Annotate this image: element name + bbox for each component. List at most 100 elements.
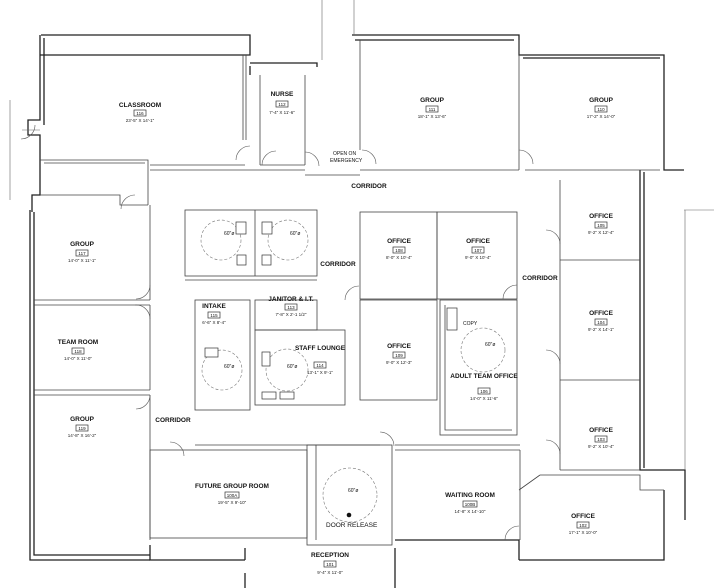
room-label-office-107: OFFICE 107 9'-0" X 10'-4" [465, 238, 491, 260]
room-label-office-104: OFFICE 104 9'-2" X 14'-1" [588, 310, 614, 332]
room-label-group-110: GROUP 110 17'-2" X 14'-0" [587, 97, 616, 119]
svg-text:107: 107 [474, 248, 482, 253]
svg-text:23'-5" X 14'-1": 23'-5" X 14'-1" [126, 118, 155, 123]
svg-text:17'-1" X 10'-0": 17'-1" X 10'-0" [569, 530, 598, 535]
room-label-nurse: NURSE 112 7'-4" X 11'-6" [269, 91, 295, 115]
room-label-group-119: GROUP 119 14'-8" X 16'-2" [68, 416, 97, 438]
room-label-office-103: OFFICE 103 9'-2" X 10'-4" [588, 427, 614, 449]
svg-text:108: 108 [395, 248, 403, 253]
svg-text:9'-0" X 12'-3": 9'-0" X 12'-3" [386, 360, 412, 365]
svg-text:JANITOR & I.T.: JANITOR & I.T. [268, 296, 314, 303]
door-swings [20, 124, 561, 541]
interior-walls [34, 40, 664, 546]
svg-text:9'-4" X 11'-0": 9'-4" X 11'-0" [317, 570, 343, 575]
svg-text:103: 103 [597, 437, 605, 442]
svg-text:18'-1" X 13'-6": 18'-1" X 13'-6" [418, 114, 447, 119]
svg-text:104: 104 [597, 320, 605, 325]
svg-text:7'-8" X 2'-1 1/2": 7'-8" X 2'-1 1/2" [276, 312, 307, 317]
svg-text:106: 106 [480, 389, 488, 394]
fixtures [200, 219, 506, 523]
svg-text:100A: 100A [227, 493, 238, 498]
svg-text:GROUP: GROUP [420, 97, 445, 104]
svg-text:9'-2" X 10'-4": 9'-2" X 10'-4" [588, 444, 614, 449]
svg-text:109: 109 [395, 353, 403, 358]
corridor-label-left: CORRIDOR [155, 417, 191, 424]
svg-text:ADULT TEAM OFFICE: ADULT TEAM OFFICE [450, 373, 518, 380]
svg-text:OFFICE: OFFICE [571, 513, 595, 520]
svg-text:7'-4" X 11'-6": 7'-4" X 11'-6" [269, 110, 295, 115]
room-label-adult-team-office: ADULT TEAM OFFICE 106 14'-0" X 11'-6" [450, 373, 518, 401]
room-label-classroom: CLASSROOM 116 23'-5" X 14'-1" [119, 102, 161, 123]
svg-text:105: 105 [597, 223, 605, 228]
svg-text:CLASSROOM: CLASSROOM [119, 102, 161, 109]
turning-circle-dim-5: 60"ø [485, 342, 495, 348]
svg-text:118: 118 [74, 349, 82, 354]
svg-text:14'-0" X 11'-6": 14'-0" X 11'-6" [470, 396, 498, 401]
svg-text:13'-1" X 9'-1": 13'-1" X 9'-1" [307, 370, 333, 375]
svg-text:14'-8" X 16'-2": 14'-8" X 16'-2" [68, 433, 97, 438]
room-label-office-108: OFFICE 108 8'-0" X 10'-4" [386, 238, 412, 260]
corridor-label-center: CORRIDOR [320, 261, 356, 268]
svg-text:WAITING ROOM: WAITING ROOM [445, 492, 495, 499]
svg-text:14'-0" X 11'-0": 14'-0" X 11'-0" [64, 356, 92, 361]
svg-text:INTAKE: INTAKE [202, 303, 226, 310]
svg-text:OFFICE: OFFICE [387, 238, 411, 245]
room-label-group-117: GROUP 117 14'-0" X 11'-1" [68, 241, 96, 263]
svg-text:113: 113 [287, 305, 295, 310]
svg-text:117: 117 [78, 251, 86, 256]
copy-label: COPY [463, 321, 478, 327]
svg-text:FUTURE GROUP ROOM: FUTURE GROUP ROOM [195, 483, 269, 490]
open-on-emergency-note-2: EMERGENCY [330, 158, 363, 164]
svg-text:14'-0" X 11'-1": 14'-0" X 11'-1" [68, 258, 96, 263]
svg-text:9'-0" X 10'-4": 9'-0" X 10'-4" [465, 255, 491, 260]
svg-text:6'-6" X 8'-4": 6'-6" X 8'-4" [202, 320, 226, 325]
open-on-emergency-note: OPEN ON [333, 151, 356, 157]
svg-text:112: 112 [278, 102, 286, 107]
svg-text:STAFF LOUNGE: STAFF LOUNGE [295, 345, 346, 352]
room-label-intake: INTAKE 115 6'-6" X 8'-4" [202, 303, 226, 325]
svg-text:8'-0" X 10'-4": 8'-0" X 10'-4" [386, 255, 412, 260]
svg-text:100B: 100B [465, 502, 476, 507]
svg-text:NURSE: NURSE [271, 91, 294, 98]
svg-text:115: 115 [210, 313, 218, 318]
room-label-janitor: JANITOR & I.T. 113 7'-8" X 2'-1 1/2" [268, 296, 314, 317]
svg-text:17'-2" X 14'-0": 17'-2" X 14'-0" [587, 114, 616, 119]
svg-text:9'-2" X 12'-4": 9'-2" X 12'-4" [588, 230, 614, 235]
svg-text:19'-5" X 9'-10": 19'-5" X 9'-10" [218, 500, 247, 505]
svg-text:14'-8" X 14'-10": 14'-8" X 14'-10" [455, 509, 486, 514]
room-label-staff-lounge: STAFF LOUNGE 114 13'-1" X 9'-1" [295, 345, 346, 375]
room-label-team-room: TEAM ROOM 118 14'-0" X 11'-0" [58, 339, 98, 361]
room-label-group-111: GROUP 111 18'-1" X 13'-6" [418, 97, 447, 119]
svg-text:OFFICE: OFFICE [466, 238, 490, 245]
exterior-walls [9, 0, 714, 588]
svg-text:GROUP: GROUP [589, 97, 614, 104]
corridor-label-top: CORRIDOR [351, 183, 387, 190]
svg-text:OFFICE: OFFICE [387, 343, 411, 350]
corridor-label-right: CORRIDOR [522, 275, 558, 282]
room-label-office-102: OFFICE 102 17'-1" X 10'-0" [569, 513, 598, 535]
room-label-waiting-room: WAITING ROOM 100B 14'-8" X 14'-10" [445, 492, 495, 514]
svg-text:OFFICE: OFFICE [589, 213, 613, 220]
svg-text:116: 116 [136, 111, 144, 116]
svg-text:119: 119 [78, 426, 86, 431]
svg-text:TEAM ROOM: TEAM ROOM [58, 339, 98, 346]
turning-circle-dim-1: 60"ø [224, 231, 234, 237]
svg-text:114: 114 [316, 363, 324, 368]
svg-text:110: 110 [597, 107, 605, 112]
svg-text:GROUP: GROUP [70, 241, 95, 248]
svg-text:OFFICE: OFFICE [589, 310, 613, 317]
svg-text:111: 111 [429, 107, 436, 112]
svg-text:102: 102 [579, 523, 587, 528]
room-label-future-group-room: FUTURE GROUP ROOM 100A 19'-5" X 9'-10" [195, 483, 269, 505]
svg-text:RECEPTION: RECEPTION [311, 552, 349, 559]
room-label-reception: RECEPTION 101 9'-4" X 11'-0" [311, 552, 349, 575]
turning-circle-dim-2: 60"ø [290, 231, 300, 237]
room-label-office-105: OFFICE 105 9'-2" X 12'-4" [588, 213, 614, 235]
door-release-label: DOOR RELEASE [326, 522, 378, 529]
svg-text:GROUP: GROUP [70, 416, 95, 423]
svg-text:9'-2" X 14'-1": 9'-2" X 14'-1" [588, 327, 614, 332]
turning-circle-dim-4: 60"ø [287, 364, 297, 370]
room-label-office-109: OFFICE 109 9'-0" X 12'-3" [386, 343, 412, 365]
svg-text:OFFICE: OFFICE [589, 427, 613, 434]
